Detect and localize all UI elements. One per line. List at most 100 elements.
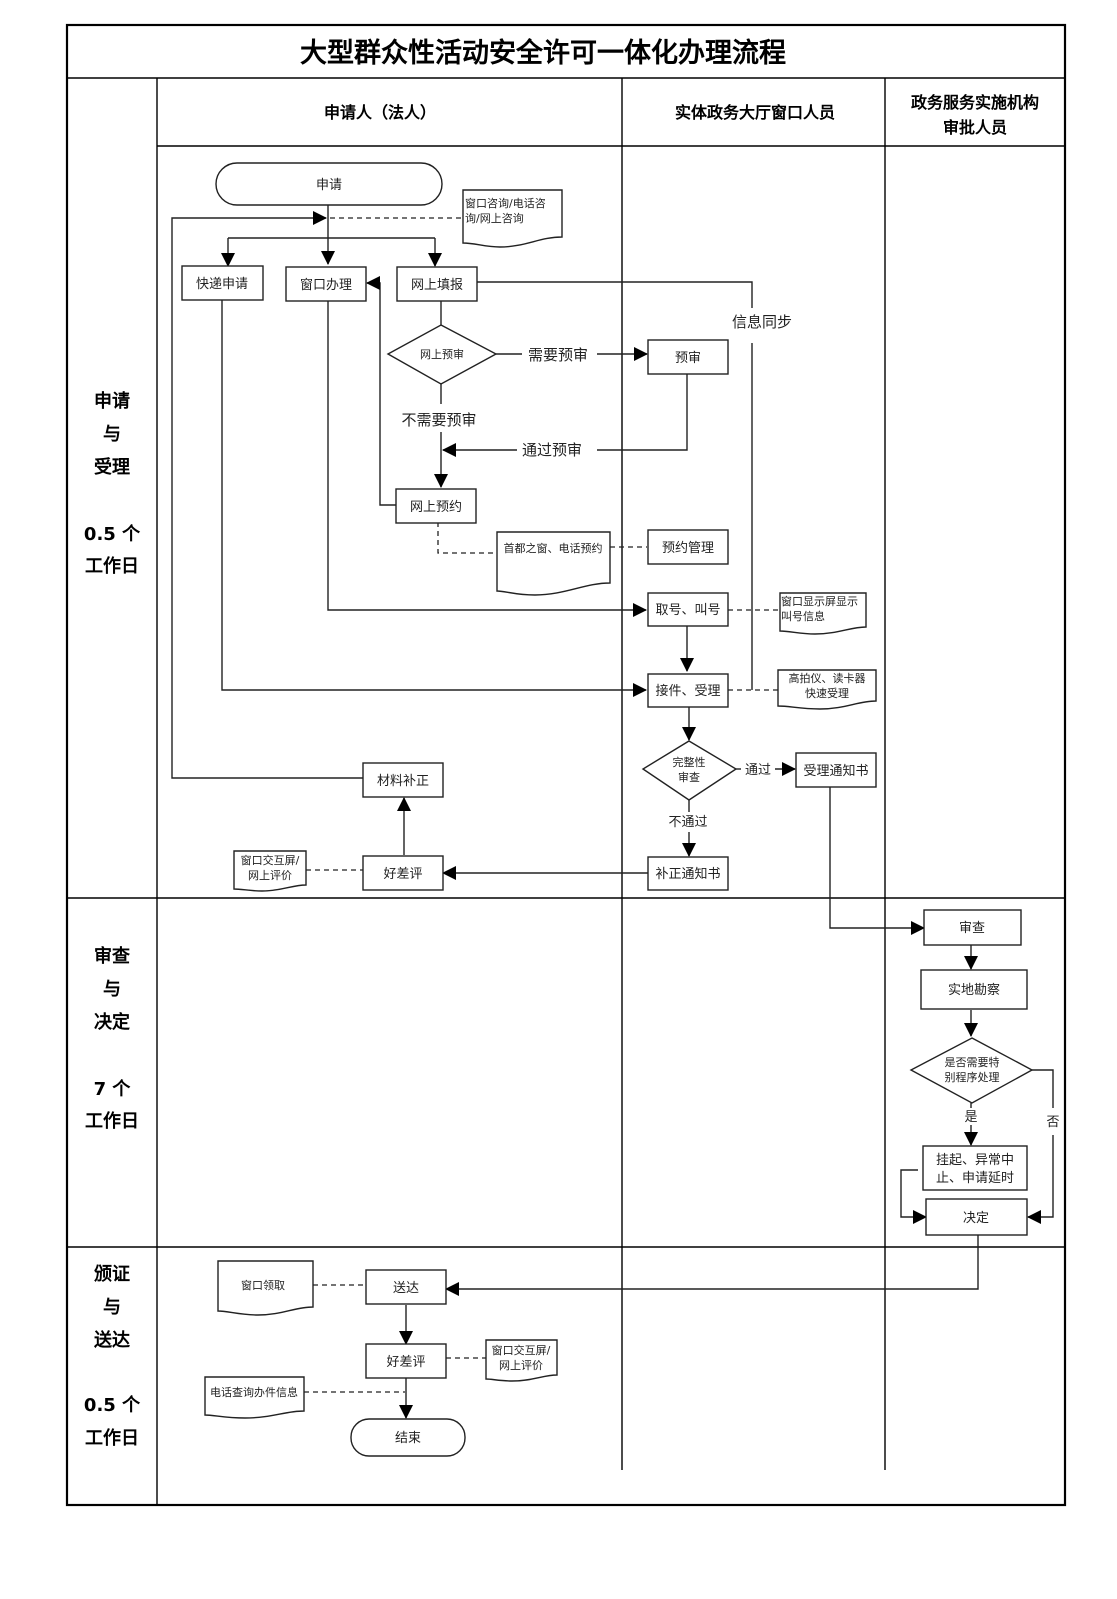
- node-decide: 决定: [925, 1198, 1028, 1236]
- document-shape: [462, 189, 563, 248]
- document-shape: [217, 1260, 314, 1316]
- node-phone-doc: 电话查询办件信息: [204, 1376, 305, 1419]
- swimlane-grid: [65, 23, 1067, 1507]
- node-online-fill: 网上填报: [396, 266, 478, 302]
- node-accept-doc: 高拍仪、读卡器 快速受理: [777, 669, 877, 710]
- node-rating-2-doc: 窗口交互屏/ 网上评价: [485, 1339, 558, 1382]
- phase-duration: 0.5 个: [84, 1394, 141, 1416]
- node-precheck: 预审: [647, 339, 729, 375]
- node-label: 快递申请: [196, 277, 248, 292]
- node-label: 取号、叫号: [655, 603, 720, 618]
- edge-decide-to-deliver: [445, 1235, 979, 1296]
- node-end: 结束: [350, 1418, 466, 1457]
- document-shape: [204, 1376, 305, 1419]
- node-deliver: 送达: [365, 1269, 447, 1305]
- node-pickup-doc: 窗口领取: [217, 1260, 314, 1316]
- phase-label: 颁证: [94, 1264, 130, 1285]
- phase-apply: 申请 与 受理 0.5 个 工作日: [84, 390, 141, 577]
- node-label: 窗口交互屏/: [492, 1343, 551, 1357]
- node-label: 接件、受理: [655, 683, 720, 699]
- node-site-survey: 实地勘察: [920, 969, 1028, 1010]
- node-label: 首都之窗、电话预约: [504, 541, 603, 555]
- decision-shape: [909, 1037, 1034, 1104]
- process-shape: [647, 592, 729, 627]
- phase-label: 送达: [93, 1329, 130, 1351]
- phase-label: 与: [103, 1297, 121, 1318]
- node-label: 是否需要特: [945, 1055, 1000, 1069]
- phase-review: 审查 与 决定 7 个 工作日: [85, 945, 139, 1132]
- lane-header-applicant: 申请人（法人）: [324, 103, 436, 122]
- process-shape: [647, 529, 729, 565]
- node-online-booking: 网上预约: [395, 488, 477, 524]
- phase-label: 申请: [94, 390, 130, 412]
- node-label: 叫号信息: [781, 609, 825, 623]
- node-label: 别程序处理: [945, 1070, 1000, 1084]
- process-shape: [647, 339, 729, 375]
- edge-suspend-to-decide: [900, 1169, 927, 1224]
- node-label: 网上评价: [499, 1359, 543, 1372]
- process-shape: [647, 673, 729, 708]
- node-accept-notice: 受理通知书: [795, 752, 877, 788]
- node-label: 止、申请延时: [936, 1171, 1014, 1186]
- node-queue-doc: 窗口显示屏显示 叫号信息: [779, 592, 867, 635]
- node-label: 实地勘察: [948, 983, 1000, 998]
- phase-duration: 0.5 个: [84, 523, 141, 545]
- phase-label: 受理: [94, 456, 130, 478]
- node-window: 窗口办理: [285, 266, 367, 302]
- edge-label-yes: 是: [964, 1110, 977, 1125]
- process-shape: [922, 1145, 1028, 1191]
- edge-info-sync-top: [477, 281, 753, 308]
- edge-label-info-sync: 信息同步: [732, 313, 792, 331]
- node-label: 材料补正: [377, 774, 429, 789]
- decision-shape: [386, 324, 498, 385]
- node-express: 快递申请: [181, 265, 264, 301]
- phase-issue: 颁证 与 送达 0.5 个 工作日: [84, 1264, 141, 1449]
- edge-label-pass: 通过: [745, 763, 771, 778]
- node-label: 补正通知书: [655, 866, 720, 882]
- process-shape: [285, 266, 367, 302]
- node-queue: 取号、叫号: [647, 592, 729, 627]
- node-accept: 接件、受理: [647, 673, 729, 708]
- node-label: 受理通知书: [803, 763, 868, 779]
- node-review: 审查: [923, 909, 1022, 946]
- node-label: 网上评价: [248, 869, 292, 882]
- phase-duration: 工作日: [85, 1427, 139, 1449]
- process-shape: [396, 266, 478, 302]
- edge-no-b: [1027, 1135, 1054, 1224]
- node-special-decision: 是否需要特 别程序处理: [909, 1037, 1034, 1104]
- node-label: 挂起、异常中: [936, 1153, 1014, 1168]
- process-shape: [795, 752, 877, 788]
- phase-label: 与: [103, 979, 121, 1000]
- node-label: 好差评: [386, 1355, 425, 1370]
- decision-shape: [641, 740, 738, 801]
- node-label: 审查: [959, 921, 985, 936]
- node-rating-2: 好差评: [365, 1343, 447, 1379]
- phase-duration: 工作日: [85, 1110, 139, 1132]
- node-booking-doc: 首都之窗、电话预约: [496, 531, 611, 596]
- node-label: 窗口交互屏/: [241, 853, 300, 867]
- edge-label-no: 否: [1046, 1115, 1059, 1130]
- process-shape: [647, 856, 729, 891]
- lane-header-approver-line1: 政务服务实施机构: [911, 93, 1039, 112]
- edge-notice-to-review: [829, 787, 925, 935]
- phase-label: 审查: [94, 945, 130, 967]
- node-label: 窗口领取: [241, 1278, 285, 1292]
- node-label: 预约管理: [662, 541, 714, 556]
- diagram-title: 大型群众性活动安全许可一体化办理流程: [300, 37, 786, 69]
- node-label: 询/网上咨询: [465, 211, 524, 225]
- document-shape: [496, 531, 611, 596]
- node-label: 高拍仪、读卡器: [789, 671, 866, 685]
- process-shape: [395, 488, 477, 524]
- node-label: 审查: [678, 770, 700, 784]
- phase-label: 与: [103, 424, 121, 445]
- node-rating-1: 好差评: [362, 855, 444, 891]
- edge-label-pass-precheck: 通过预审: [522, 441, 582, 459]
- edge-pass-precheck-a: [597, 374, 688, 451]
- node-suspend: 挂起、异常中 止、申请延时: [922, 1145, 1028, 1191]
- node-label: 网上预审: [420, 347, 464, 361]
- phase-label: 决定: [94, 1011, 130, 1033]
- phase-duration: 7 个: [94, 1078, 132, 1100]
- edge-window-to-queue: [327, 301, 647, 617]
- node-label: 决定: [963, 1211, 989, 1226]
